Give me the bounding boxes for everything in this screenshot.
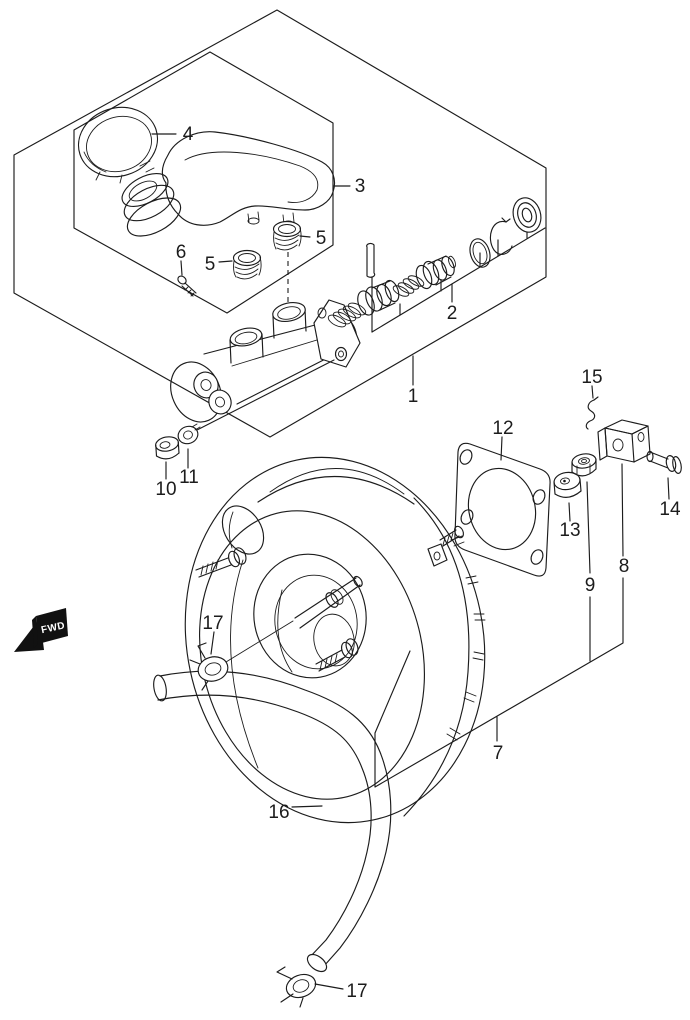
callout-7: 7 — [493, 743, 504, 764]
hose-clamp-upper — [189, 642, 229, 691]
nut-to-flange-line — [196, 359, 335, 431]
reservoir-assembly-box — [73, 51, 334, 314]
reservoir-body — [161, 131, 336, 228]
master-cylinder-assembly-box — [13, 9, 547, 438]
clevis-yoke — [597, 419, 651, 463]
mounting-stud-top — [427, 525, 464, 567]
gasket — [454, 442, 551, 577]
callout-16: 16 — [268, 802, 289, 823]
callout-3: 3 — [355, 176, 366, 197]
callout-13: 13 — [559, 520, 580, 541]
mounting-stud-left — [195, 547, 247, 578]
callout-9: 9 — [585, 575, 596, 596]
callout-14: 14 — [659, 499, 681, 520]
spring-clip — [585, 396, 599, 430]
callout-2: 2 — [447, 303, 458, 324]
callout-4: 4 — [183, 124, 194, 145]
callout-17a: 17 — [202, 613, 223, 634]
clamp-axis-line — [225, 620, 294, 663]
hose-clamp-lower — [276, 966, 317, 1008]
mounting-nut — [571, 453, 597, 477]
reservoir-neck — [121, 173, 182, 237]
grommet-right — [272, 220, 302, 251]
fwd-label: FWD — [40, 620, 66, 636]
brake-booster — [184, 456, 486, 824]
callout-15: 15 — [581, 367, 602, 388]
secondary-spring — [392, 275, 425, 297]
piston-kit — [327, 197, 546, 333]
lock-washer — [177, 423, 201, 445]
clevis-pin — [646, 450, 682, 474]
leader-lines — [151, 133, 670, 990]
retainer-washer — [512, 197, 542, 233]
kit-frame-lines — [371, 227, 546, 333]
fwd-arrow: FWD — [14, 608, 68, 652]
callout-8: 8 — [619, 556, 630, 577]
secondary-piston — [415, 255, 456, 290]
callout-6: 6 — [176, 242, 187, 263]
callout-1: 1 — [408, 386, 419, 407]
primary-piston — [357, 279, 400, 316]
callout-labels: 1 2 3 4 5 5 6 7 8 9 10 11 12 13 14 15 16… — [155, 124, 681, 1002]
callout-10: 10 — [155, 479, 176, 500]
o-ring — [469, 238, 491, 268]
booster-assembly-box — [374, 577, 624, 788]
callout-5b: 5 — [205, 254, 216, 275]
callout-5a: 5 — [316, 228, 327, 249]
reservoir-cap — [77, 106, 159, 184]
callout-12: 12 — [492, 418, 513, 439]
flange-nut — [155, 436, 180, 460]
grommet-left — [232, 249, 262, 280]
circlip — [489, 217, 513, 255]
vacuum-hose — [153, 670, 392, 973]
reservoir-screw — [177, 275, 197, 297]
mounting-stud-lower — [315, 638, 359, 672]
callout-17b: 17 — [346, 981, 367, 1002]
callout-11: 11 — [179, 467, 199, 488]
master-cylinder-body — [170, 299, 361, 423]
bushing — [553, 471, 582, 498]
